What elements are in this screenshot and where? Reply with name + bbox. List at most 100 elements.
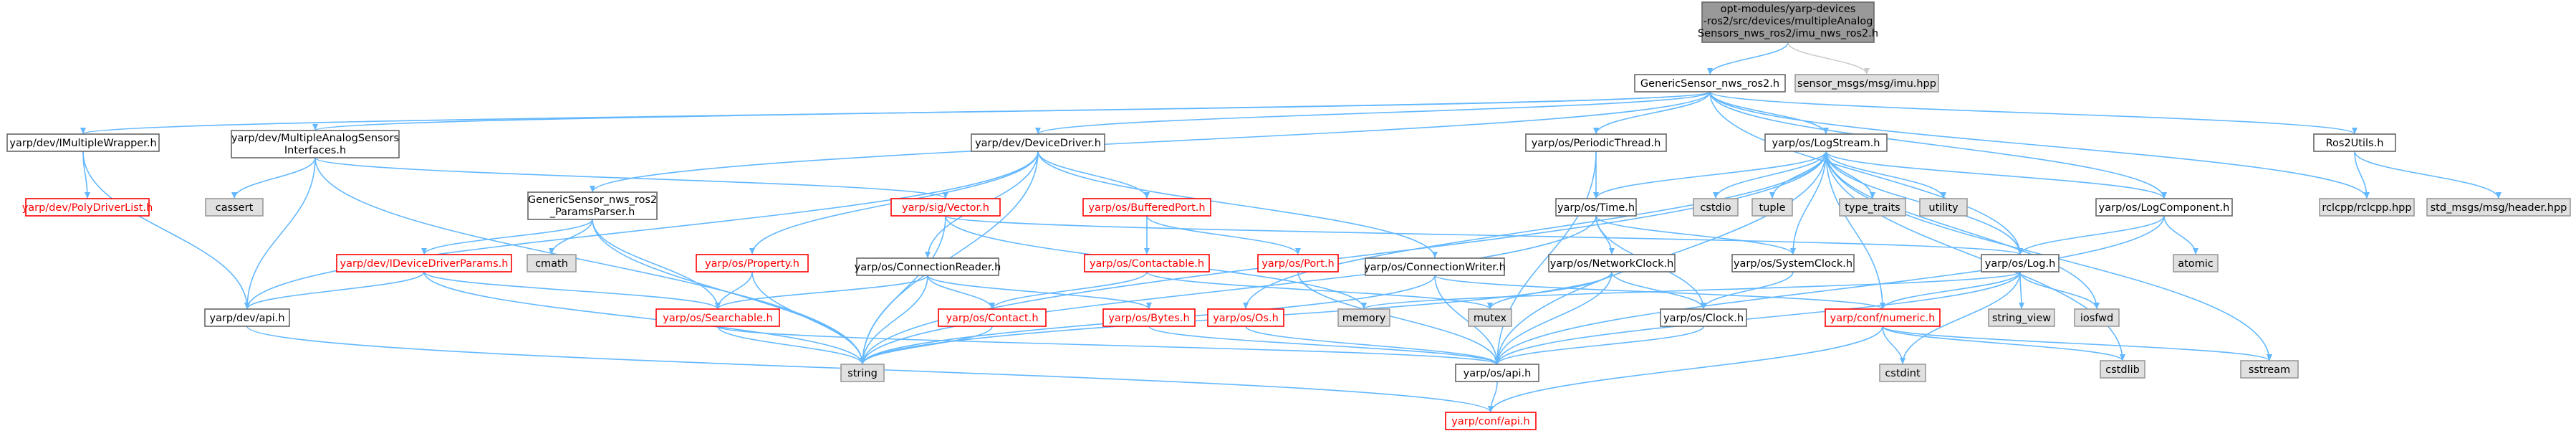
node-bytes-h[interactable]: yarp/os/Bytes.h	[1102, 308, 1196, 327]
edge-n_numeric-to-n_sstream	[1882, 326, 2272, 361]
node-connectionreader-h[interactable]: yarp/os/ConnectionReader.h	[855, 257, 1001, 276]
node-label: yarp/os/Log.h	[1985, 258, 2056, 270]
edge-n_bp-to-n_port	[1146, 215, 1301, 255]
node-devicedriver-h[interactable]: yarp/dev/DeviceDriver.h	[971, 133, 1105, 152]
edge-n_ls-to-n_string	[860, 151, 1827, 365]
node-label: yarp/os/Time.h	[1557, 202, 1635, 214]
edge-n_clock-to-n_osapi	[1494, 326, 1704, 365]
edge-n_time-to-n_string	[860, 215, 1597, 365]
node-os-h[interactable]: yarp/os/Os.h	[1207, 308, 1284, 327]
node-contactable-h[interactable]: yarp/os/Contactable.h	[1084, 254, 1210, 272]
node-dev-api-h[interactable]: yarp/dev/api.h	[204, 308, 290, 327]
node-cstdint: cstdint	[1879, 364, 1926, 382]
edge-n_r2u-to-n_hdr	[2354, 151, 2501, 199]
node-label: sensor_msgs/msg/imu.hpp	[1797, 78, 1936, 90]
node-label: cassert	[216, 202, 254, 214]
edge-n_log-to-n_numeric	[1880, 271, 2021, 310]
edge-n_iddp-to-n_string	[423, 271, 865, 365]
edge-n_vec-to-n_log	[945, 215, 2023, 255]
edge-n_prop-to-n_string	[751, 271, 865, 365]
node-polydriverlist-h[interactable]: yarp/dev/PolyDriverList.h	[22, 198, 153, 217]
node-string: string	[840, 364, 885, 382]
node-ros2utils-h[interactable]: Ros2Utils.h	[2313, 133, 2396, 152]
node-label: cmath	[535, 258, 568, 270]
edge-n_lc-to-n_osapi	[1494, 215, 2165, 365]
node-vector-h[interactable]: yarp/sig/Vector.h	[890, 198, 1001, 217]
node-systemclock-h[interactable]: yarp/os/SystemClock.h	[1731, 254, 1855, 272]
node-contact-h[interactable]: yarp/os/Contact.h	[938, 308, 1047, 327]
edge-n_imw-to-n_devapi	[82, 151, 250, 310]
node-memory: memory	[1337, 308, 1390, 327]
node-cassert: cassert	[205, 198, 264, 217]
edge-n_numeric-to-n_confapi	[1488, 326, 1883, 413]
node-genericsensor-nws-ros2-h[interactable]: GenericSensor_nws_ros2.h	[1634, 74, 1786, 93]
edge-n_ls-to-n_cstdlib	[1825, 151, 2125, 361]
edge-n_ncl-to-n_osapi	[1494, 271, 1613, 365]
node-bufferedport-h[interactable]: yarp/os/BufferedPort.h	[1082, 198, 1211, 217]
edge-n_cw-to-n_osapi	[1434, 275, 1500, 365]
node-imu-nws-ros2-h: opt-modules/yarp-devices -ros2/src/devic…	[1698, 1, 1878, 43]
edge-n_cw-to-n_numeric	[1434, 275, 1885, 310]
edge-n_log-to-n_osapi	[1494, 271, 2021, 365]
node-label: yarp/os/PeriodicThread.h	[1532, 138, 1661, 149]
node-time-h[interactable]: yarp/os/Time.h	[1555, 198, 1637, 217]
node-label: yarp/sig/Vector.h	[902, 202, 989, 214]
node-atomic: atomic	[2173, 254, 2219, 272]
edge-n_contb-to-n_contact	[989, 271, 1148, 310]
node-label: yarp/os/LogComponent.h	[2099, 202, 2230, 214]
edge-n_ls-to-n_scl	[1790, 151, 1827, 255]
node-tuple: tuple	[1751, 198, 1793, 217]
node-numeric-h[interactable]: yarp/conf/numeric.h	[1825, 308, 1941, 327]
edge-n_cr-to-n_contact	[927, 275, 995, 310]
node-genericsensor-nws-ros2-paramsparser-h[interactable]: GenericSensor_nws_ros2 _ParamsParser.h	[527, 191, 658, 220]
edge-n_ls-to-n_os	[1243, 151, 1827, 310]
node-connectionwriter-h[interactable]: yarp/os/ConnectionWriter.h	[1364, 257, 1506, 276]
node-label: type_traits	[1845, 202, 1900, 214]
node-log-h[interactable]: yarp/os/Log.h	[1981, 254, 2060, 272]
node-label-1: yarp/dev/MultipleAnalogSensors	[231, 133, 399, 144]
node-conf-api-h[interactable]: yarp/conf/api.h	[1445, 412, 1537, 430]
edge-n_time-to-n_scl	[1595, 215, 1796, 255]
node-label: string	[847, 368, 878, 379]
root-line-3: Sensors_nws_ros2/imu_nws_ros2.h	[1698, 28, 1878, 39]
node-searchable-h[interactable]: yarp/os/Searchable.h	[655, 308, 780, 327]
node-label: iosfwd	[2080, 313, 2113, 324]
edge-n_gsnr-to-n_ls	[1709, 91, 1829, 135]
node-sstream: sstream	[2240, 360, 2299, 379]
node-label: yarp/os/Clock.h	[1663, 313, 1744, 324]
edge-n_gsnr-to-n_pt	[1593, 91, 1711, 135]
edge-n_gsnr-to-n_log	[1709, 91, 2023, 255]
node-label: yarp/os/Contact.h	[946, 313, 1038, 324]
edge-n_cr-to-n_string	[860, 275, 928, 365]
node-periodicthread-h[interactable]: yarp/os/PeriodicThread.h	[1525, 133, 1667, 152]
edge-n_scl-to-n_clock	[1701, 271, 1794, 310]
node-logstream-h[interactable]: yarp/os/LogStream.h	[1764, 133, 1888, 152]
node-cstdlib: cstdlib	[2100, 360, 2145, 379]
edge-n_masi-to-n_devapi	[244, 157, 316, 310]
edge-n_gsnr-to-n_rclcpp	[1709, 91, 2370, 199]
node-label-1: GenericSensor_nws_ros2	[528, 194, 657, 206]
edge-n_iddp-to-n_srch	[423, 271, 721, 310]
node-label: yarp/os/SystemClock.h	[1734, 258, 1852, 270]
node-os-api-h[interactable]: yarp/os/api.h	[1455, 364, 1539, 382]
node-imultiplewrapper-h[interactable]: yarp/dev/IMultipleWrapper.h	[6, 133, 160, 152]
node-label: yarp/os/ConnectionWriter.h	[1364, 262, 1506, 273]
edge-n_pt-to-n_osapi	[1494, 151, 1597, 365]
node-idevicedriverparams-h[interactable]: yarp/dev/IDeviceDriverParams.h	[336, 254, 512, 272]
node-logcomponent-h[interactable]: yarp/os/LogComponent.h	[2095, 198, 2233, 217]
edges	[80, 42, 2501, 413]
edge-n_masi-to-n_cassert	[231, 157, 316, 199]
node-label: yarp/os/Property.h	[705, 258, 799, 270]
node-label: yarp/os/ConnectionReader.h	[855, 262, 1001, 273]
edge-n_ls-to-n_cstdio	[1713, 151, 1827, 199]
edge-root-to-n_gsnr	[1707, 42, 1789, 75]
edge-n_port-to-n_osapi	[1297, 271, 1500, 365]
node-port-h[interactable]: yarp/os/Port.h	[1257, 254, 1339, 272]
node-multipleanalogsensorsinterfaces-h[interactable]: yarp/dev/MultipleAnalogSensors Interface…	[231, 130, 400, 158]
node-clock-h[interactable]: yarp/os/Clock.h	[1660, 308, 1747, 327]
node-label: yarp/os/Contactable.h	[1090, 258, 1204, 270]
node-property-h[interactable]: yarp/os/Property.h	[696, 254, 809, 272]
edge-n_iddp-to-n_devapi	[244, 271, 425, 310]
node-networkclock-h[interactable]: yarp/os/NetworkClock.h	[1548, 254, 1676, 272]
